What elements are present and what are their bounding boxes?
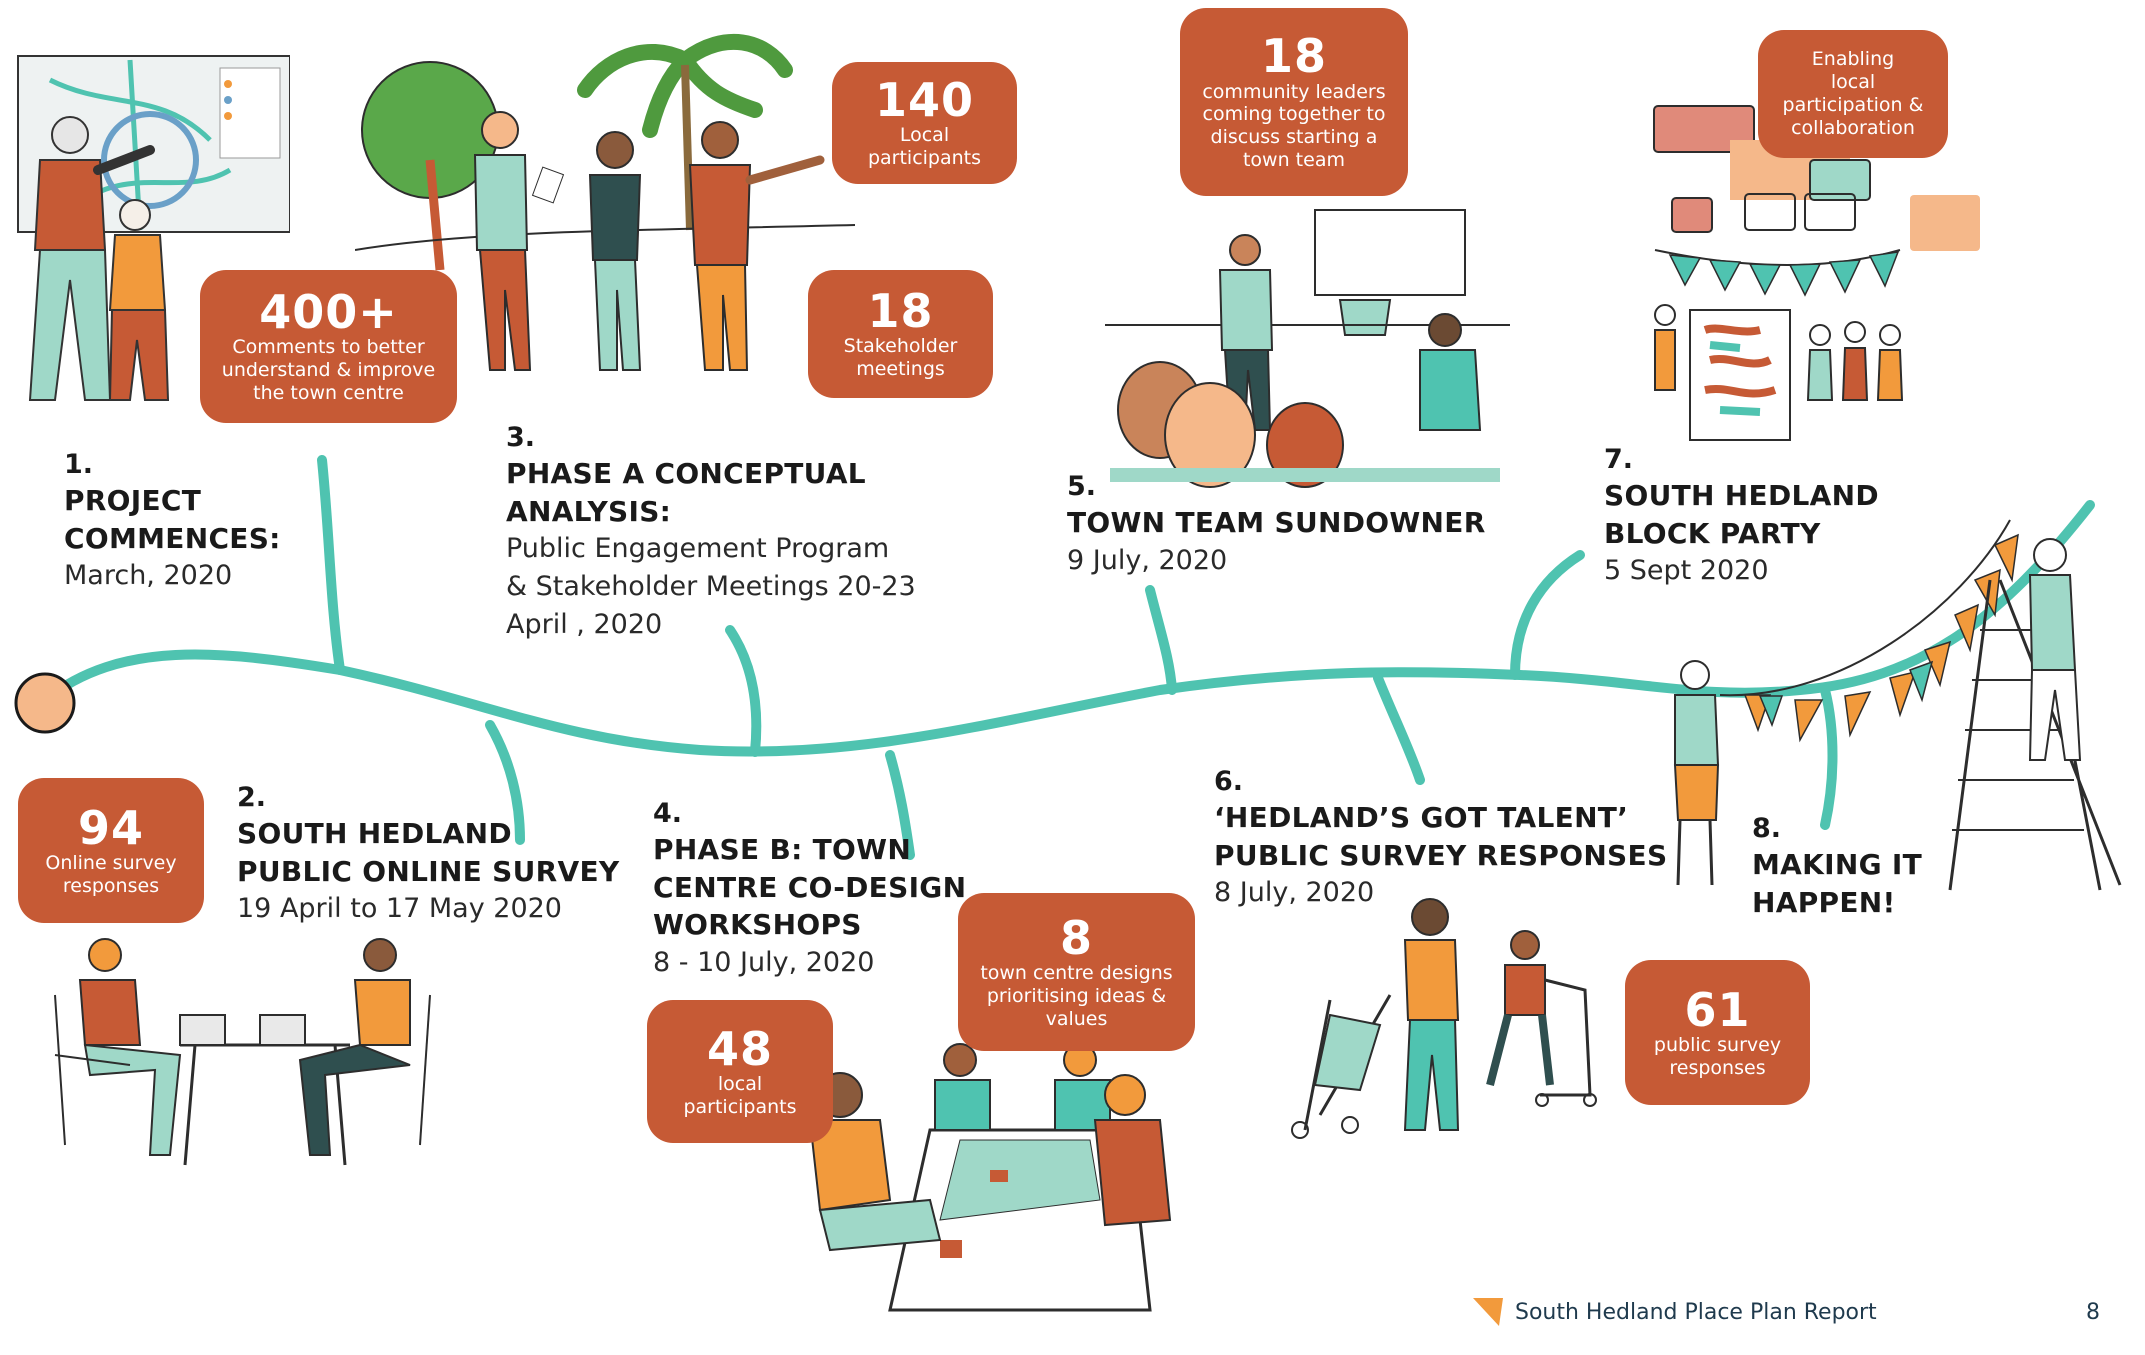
stat-stakeholder-meetings: 18 Stakeholder meetings	[808, 270, 993, 398]
timeline-branch-1	[317, 455, 345, 675]
milestone-date: 9 July, 2020	[1067, 544, 1228, 576]
milestone-date: 8 July, 2020	[1214, 877, 1375, 909]
milestone-title: PHASE B: TOWN CENTRE CO-DESIGN WORKSHOPS	[653, 832, 967, 942]
timeline-branch-2	[485, 720, 525, 845]
family-stroller-illustration	[1291, 898, 1597, 1139]
map-illustration	[17, 55, 290, 401]
milestone-number: 5.	[1067, 471, 1097, 502]
milestone-number: 1.	[64, 449, 94, 480]
stat-workshop-participants-number: 48	[706, 1021, 773, 1076]
timeline-branch-6	[1373, 673, 1425, 785]
stat-workshop-participants-label: local participants	[683, 1072, 797, 1118]
milestone-7: 7. SOUTH HEDLAND BLOCK PARTY 5 Sept 2020	[1604, 443, 1879, 590]
stat-public-survey-label: public survey responses	[1653, 1033, 1782, 1079]
timeline-start-marker	[14, 672, 76, 734]
timeline-main-line	[40, 500, 2095, 757]
laptop-people-illustration	[54, 938, 431, 1166]
trees-people-illustration	[355, 33, 856, 371]
milestone-4: 4. PHASE B: TOWN CENTRE CO-DESIGN WORKSH…	[653, 797, 966, 982]
milestone-number: 4.	[653, 798, 683, 829]
stat-enabling: Enabling local participation & collabora…	[1758, 30, 1948, 158]
timeline-branch-8	[1820, 685, 1838, 830]
milestone-1: 1. PROJECT COMMENCES: March, 2020	[64, 448, 281, 595]
milestone-title: TOWN TEAM SUNDOWNER	[1067, 505, 1486, 539]
page-number: 8	[2086, 1300, 2100, 1325]
stat-community-leaders: 18 community leaders coming together to …	[1180, 8, 1408, 196]
stat-stakeholder-meetings-number: 18	[867, 284, 934, 339]
bunting-ladder-illustration	[1673, 519, 2122, 891]
stat-public-survey-number: 61	[1684, 982, 1751, 1037]
milestone-8: 8. MAKING IT HAPPEN!	[1752, 812, 1922, 921]
stat-designs-number: 8	[1059, 910, 1093, 965]
stat-local-participants-number: 140	[874, 73, 975, 128]
timeline-branch-4	[885, 750, 915, 860]
milestone-number: 8.	[1752, 813, 1782, 844]
stat-workshop-participants: 48 local participants	[647, 1000, 833, 1143]
milestone-number: 6.	[1214, 766, 1244, 797]
stat-online-survey: 94 Online survey responses	[18, 778, 204, 923]
stat-public-survey: 61 public survey responses	[1625, 960, 1810, 1105]
presentation-illustration	[1105, 209, 1510, 488]
milestone-date: March, 2020	[64, 560, 233, 592]
milestone-date: 8 - 10 July, 2020	[653, 947, 875, 979]
stat-comments-number: 400+	[259, 285, 398, 340]
stat-community-leaders-label: community leaders coming together to dis…	[1202, 80, 1386, 171]
stat-local-participants-label: Local participants	[867, 124, 982, 170]
stat-comments-label: Comments to better understand & improve …	[221, 336, 436, 405]
stat-community-leaders-number: 18	[1260, 29, 1327, 84]
milestone-title: SOUTH HEDLAND PUBLIC ONLINE SURVEY	[237, 816, 620, 888]
report-title: South Hedland Place Plan Report	[1515, 1299, 1877, 1325]
milestone-title: ‘HEDLAND’S GOT TALENT’ PUBLIC SURVEY RES…	[1214, 800, 1668, 872]
milestone-date: Public Engagement Program & Stakeholder …	[506, 533, 916, 640]
timeline-branch-7	[1510, 550, 1585, 680]
milestone-date: 5 Sept 2020	[1604, 555, 1769, 587]
milestone-title: PHASE A CONCEPTUAL ANALYSIS:	[506, 456, 866, 528]
milestone-5: 5. TOWN TEAM SUNDOWNER 9 July, 2020	[1067, 470, 1486, 579]
milestone-number: 3.	[506, 422, 536, 453]
milestone-number: 7.	[1604, 444, 1634, 475]
workshop-table-illustration	[808, 1043, 1172, 1312]
milestone-2: 2. SOUTH HEDLAND PUBLIC ONLINE SURVEY 19…	[237, 781, 620, 928]
stat-online-survey-label: Online survey responses	[45, 851, 177, 897]
milestone-title: PROJECT COMMENCES:	[64, 483, 281, 555]
footer: South Hedland Place Plan Report	[1473, 1298, 1877, 1326]
stat-designs: 8 town centre designs prioritising ideas…	[958, 893, 1195, 1051]
stat-comments: 400+ Comments to better understand & imp…	[200, 270, 457, 423]
stat-stakeholder-meetings-label: Stakeholder meetings	[843, 335, 958, 381]
stat-online-survey-number: 94	[77, 800, 144, 855]
milestone-title: MAKING IT HAPPEN!	[1752, 847, 1923, 919]
stat-enabling-label: Enabling local participation & collabora…	[1782, 48, 1924, 139]
milestone-3: 3. PHASE A CONCEPTUAL ANALYSIS: Public E…	[506, 421, 916, 644]
timeline-branch-3	[725, 625, 762, 757]
milestone-6: 6. ‘HEDLAND’S GOT TALENT’ PUBLIC SURVEY …	[1214, 765, 1667, 912]
footer-triangle-icon	[1473, 1298, 1503, 1326]
milestone-title: SOUTH HEDLAND BLOCK PARTY	[1604, 478, 1879, 550]
stat-local-participants: 140 Local participants	[832, 62, 1017, 184]
milestone-number: 2.	[237, 782, 267, 813]
timeline-branch-5	[1145, 585, 1177, 695]
milestone-date: 19 April to 17 May 2020	[237, 893, 562, 925]
stat-designs-label: town centre designs prioritising ideas &…	[980, 961, 1173, 1030]
